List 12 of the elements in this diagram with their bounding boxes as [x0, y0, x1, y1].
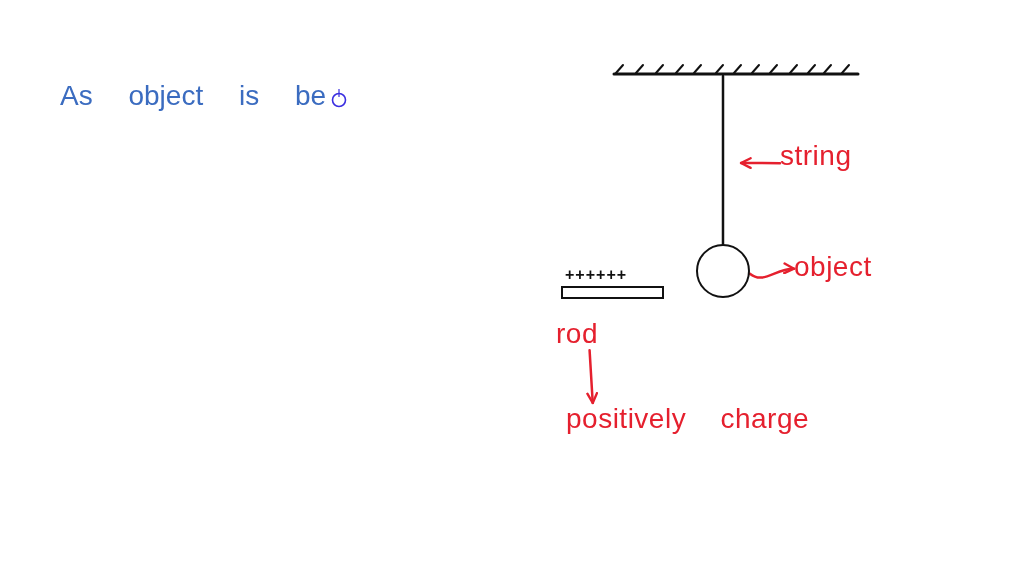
leader-arrow: [739, 157, 782, 170]
handwritten-note: As object is be: [60, 80, 327, 113]
pendulum-ball: [696, 244, 750, 298]
string-label: string: [780, 140, 852, 173]
charged-rod: [561, 286, 664, 299]
rod-label: rod: [556, 318, 598, 351]
curved-arrow: [748, 263, 796, 279]
object-label: object: [794, 251, 872, 284]
string-line: [721, 74, 725, 246]
arrow: [586, 348, 599, 405]
charge-label: positively charge: [566, 403, 810, 436]
charge-signs: ++++++: [565, 267, 628, 283]
